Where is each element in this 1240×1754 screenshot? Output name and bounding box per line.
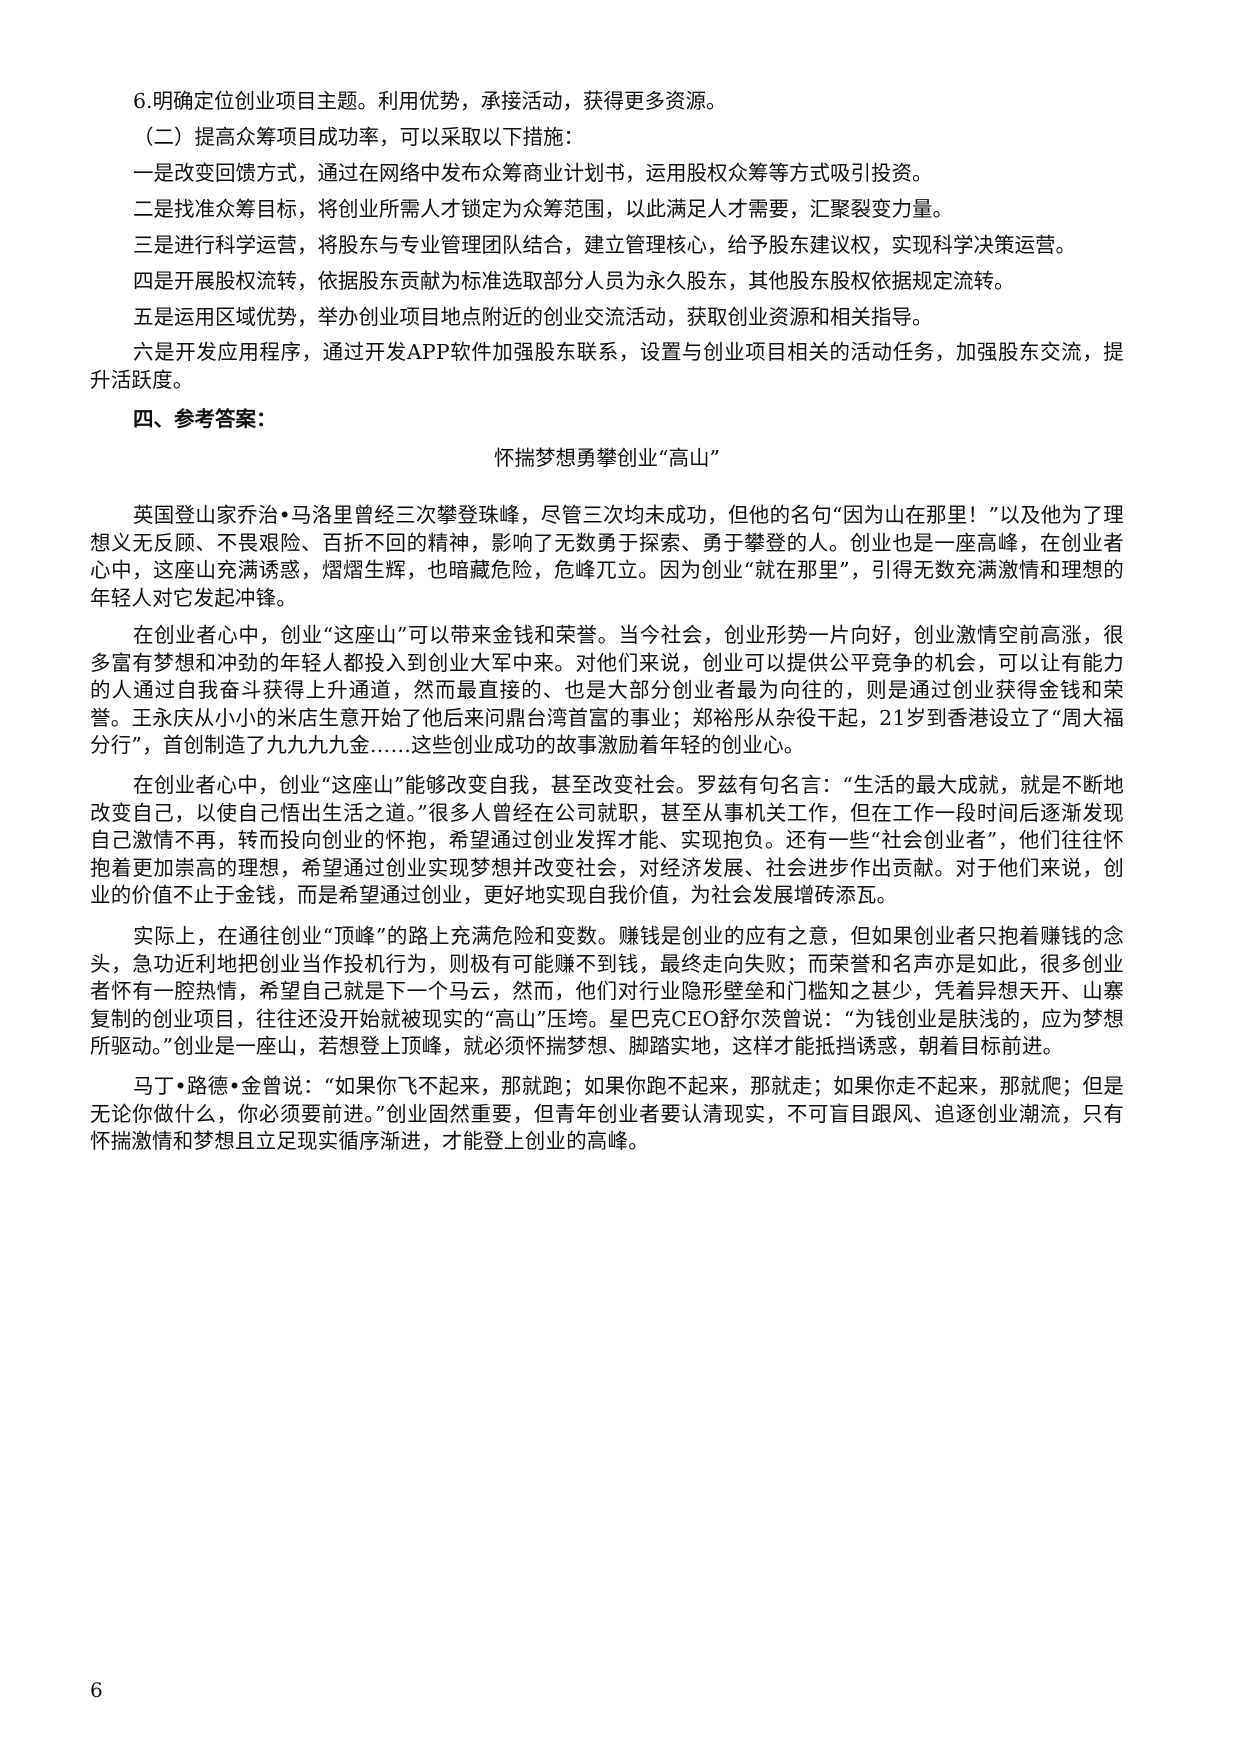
- essay-paragraph: 在创业者心中，创业“这座山”能够改变自我，甚至改变社会。罗兹有句名言：“生活的最…: [90, 773, 1124, 907]
- measure-item: 二是找准众筹目标，将创业所需人才锁定为众筹范围，以此满足人才需要，汇聚裂变力量。: [133, 197, 953, 221]
- measure-item: 六是开发应用程序，通过开发APP软件加强股东联系，设置与创业项目相关的活动任务，…: [90, 340, 1124, 392]
- essay-paragraph: 在创业者心中，创业“这座山”可以带来金钱和荣誉。当今社会，创业形势一片向好，创业…: [90, 623, 1124, 757]
- list-item-6: 6.明确定位创业项目主题。利用优势，承接活动，获得更多资源。: [133, 89, 727, 113]
- essay-paragraph: 马丁•路德•金曾说：“如果你飞不起来，那就跑；如果你跑不起来，那就走；如果你走不…: [90, 1074, 1124, 1153]
- essay-paragraph: 英国登山家乔治•马洛里曾经三次攀登珠峰，尽管三次均未成功，但他的名句“因为山在那…: [90, 503, 1124, 610]
- section-2-heading: （二）提高众筹项目成功率，可以采取以下措施：: [133, 125, 584, 149]
- measure-item: 一是改变回馈方式，通过在网络中发布众筹商业计划书，运用股权众筹等方式吸引投资。: [133, 161, 933, 185]
- essay-paragraph: 实际上，在通往创业“顶峰”的路上充满危险和变数。赚钱是创业的应有之意，但如果创业…: [90, 924, 1124, 1058]
- measure-item: 三是进行科学运营，将股东与专业管理团队结合，建立管理核心，给予股东建议权，实现科…: [133, 233, 1076, 257]
- page-number: 6: [90, 1678, 103, 1702]
- section-4-heading: 四、参考答案：: [133, 407, 277, 431]
- essay-title: 怀揣梦想勇攀创业“高山”: [494, 446, 720, 470]
- measure-item: 四是开展股权流转，依据股东贡献为标准选取部分人员为永久股东，其他股东股权依据规定…: [133, 269, 1015, 293]
- measure-item: 五是运用区域优势，举办创业项目地点附近的创业交流活动，获取创业资源和相关指导。: [133, 305, 933, 329]
